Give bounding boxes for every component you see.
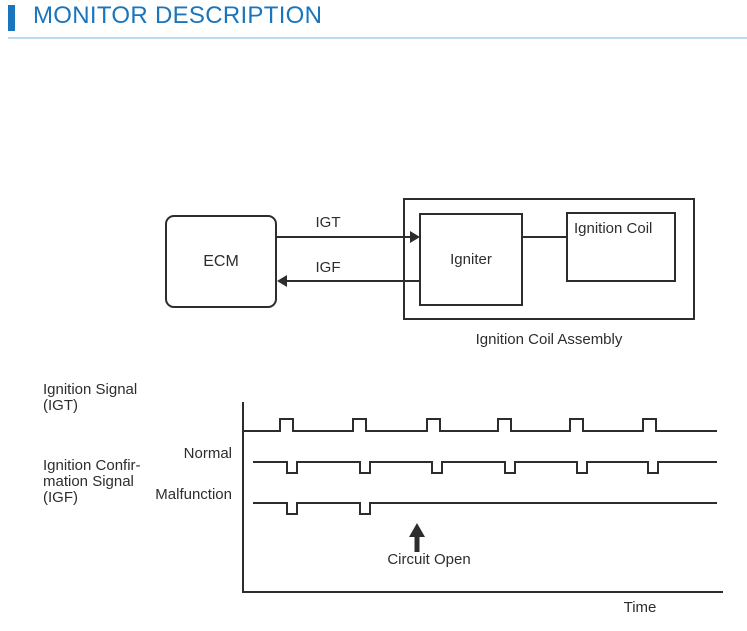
time-axis-label: Time xyxy=(623,599,657,616)
circuit-open-arrow-icon xyxy=(409,523,425,537)
igf-row-label-line1: Ignition Confir- xyxy=(43,457,141,474)
igt-row-label-line1: Ignition Signal xyxy=(43,381,138,398)
igniter-label: Igniter xyxy=(450,251,492,268)
igf-malfunction-waveform xyxy=(253,502,717,515)
igt-row-label: Ignition Signal (IGT) xyxy=(43,382,137,414)
ecm-box: ECM xyxy=(165,215,277,308)
normal-label: Normal xyxy=(183,445,232,462)
circuit-open-arrow-stem xyxy=(414,537,420,552)
igf-row-label: Ignition Confir- mation Signal (IGF) xyxy=(43,458,141,506)
circuit-open-label: Circuit Open xyxy=(387,551,471,568)
ecm-label: ECM xyxy=(203,252,239,270)
igf-arrowhead-icon xyxy=(277,275,287,287)
igt-label: IGT xyxy=(315,214,341,231)
igf-row-label-line3: (IGF) xyxy=(43,489,78,506)
igf-normal-waveform xyxy=(253,461,717,474)
igf-signal-line xyxy=(287,280,420,282)
header-rule xyxy=(8,37,747,39)
ignition-coil-assembly-box xyxy=(403,198,695,320)
section-marker xyxy=(8,5,15,31)
igf-label: IGF xyxy=(315,259,341,276)
igt-row-label-line2: (IGT) xyxy=(43,397,78,414)
igf-row-label-line2: mation Signal xyxy=(43,473,134,490)
assembly-caption: Ignition Coil Assembly xyxy=(475,331,623,348)
page-title: MONITOR DESCRIPTION xyxy=(33,2,323,29)
igniter-box: Igniter xyxy=(419,213,523,306)
igt-signal-line xyxy=(276,236,412,238)
ignition-coil-box: Ignition Coil xyxy=(566,212,676,282)
igt-waveform xyxy=(243,418,717,432)
igniter-coil-connector-line xyxy=(521,236,568,238)
malfunction-label: Malfunction xyxy=(155,486,232,503)
ignition-coil-label: Ignition Coil xyxy=(574,220,653,237)
igt-arrowhead-icon xyxy=(410,231,420,243)
